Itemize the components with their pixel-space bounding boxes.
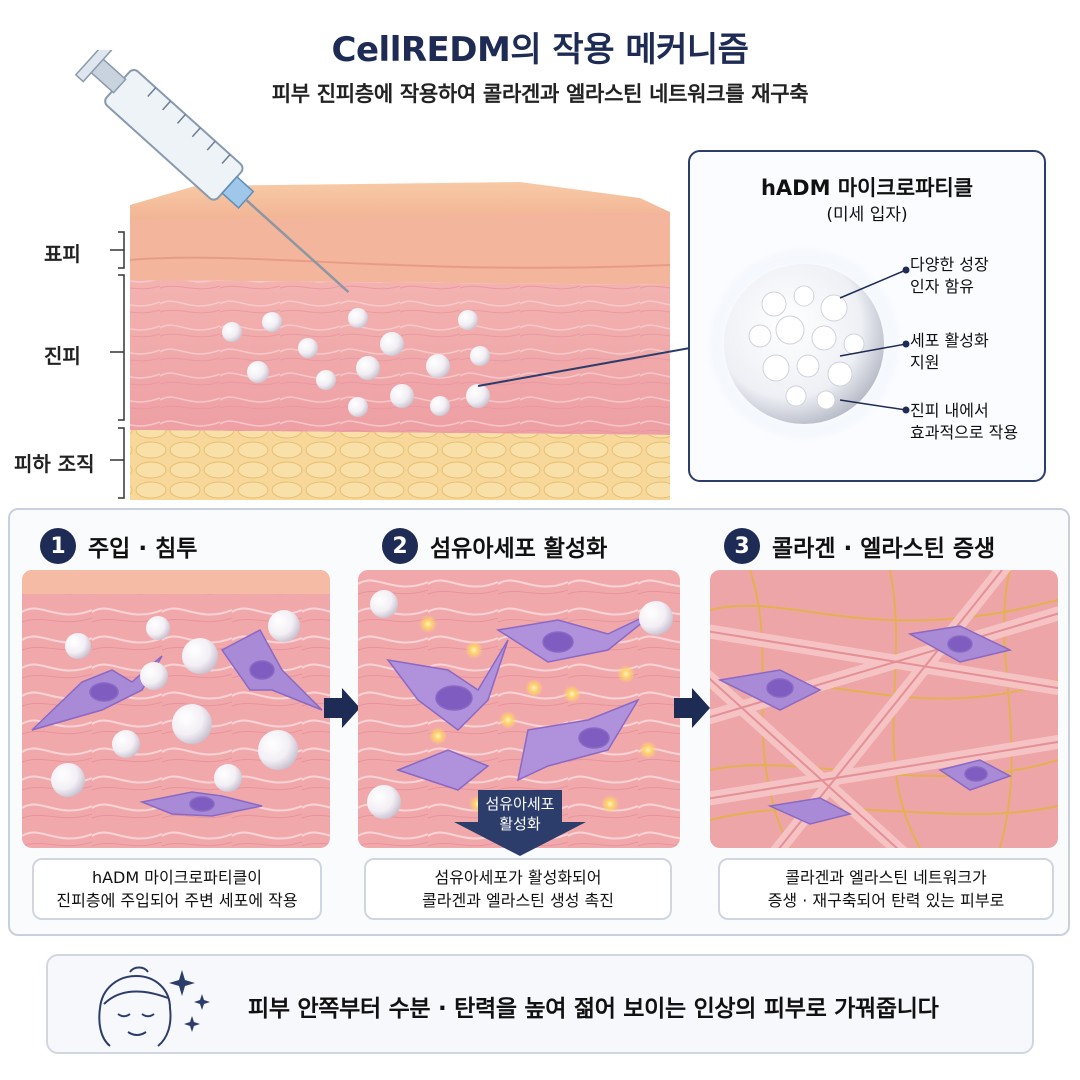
step-3-number: 3 — [724, 528, 760, 564]
page-subtitle: 피부 진피층에 작용하여 콜라겐과 엘라스틴 네트워크를 재구축 — [271, 82, 809, 106]
sparkle-icon — [169, 970, 210, 1032]
activation-badge-line1: 섬유아세포 — [485, 795, 555, 813]
callout-feature-growth-factors: 다양한 성장 인자 함유 — [910, 255, 989, 296]
callout-subtitle: (미세 입자) — [826, 205, 908, 225]
arrow-right-icon — [324, 688, 360, 728]
step-1-number: 1 — [40, 528, 76, 564]
step-3-title: 콜라겐 · 엘라스틴 증생 — [772, 536, 996, 562]
face-icon — [98, 966, 172, 1047]
step-1-title: 주입 · 침투 — [88, 536, 198, 562]
step-2-title: 섬유아세포 활성화 — [430, 536, 608, 562]
arrow-down-icon — [454, 790, 586, 856]
callout-feature-dermis-effect: 진피 내에서 효과적으로 작용 — [910, 401, 1019, 442]
page-title: CellREDM의 작용 메커니즘 — [331, 30, 749, 70]
step-1-caption: hADM 마이크로파티클이 진피층에 주입되어 주변 세포에 작용 — [32, 858, 322, 920]
callout-leader-line — [477, 347, 691, 387]
step-2-number: 2 — [382, 528, 418, 564]
footer-message: 피부 안쪽부터 수분 · 탄력을 높여 젊어 보이는 인상의 피부로 가꿔줍니다 — [248, 996, 939, 1022]
skin-cross-section — [100, 100, 700, 510]
step-2-heading: 2 섬유아세포 활성화 — [382, 528, 607, 564]
step-3-illustration — [710, 570, 1058, 848]
summary-footer: 피부 안쪽부터 수분 · 탄력을 높여 젊어 보이는 인상의 피부로 가꿔줍니다 — [46, 954, 1034, 1054]
syringe-icon — [74, 50, 350, 294]
microparticles-step-1 — [51, 610, 300, 797]
step-1-heading: 1 주입 · 침투 — [40, 528, 197, 564]
callout-feature-cell-activation: 세포 활성화 지원 — [910, 331, 989, 372]
layer-label-subcutis: 피하 조직 — [14, 452, 95, 476]
step-2-caption: 섬유아세포가 활성화되어 콜라겐과 엘라스틴 생성 촉진 — [364, 858, 672, 920]
layer-labels: 표피 진피 피하 조직 — [0, 0, 140, 510]
callout-title: hADM 마이크로파티클 — [760, 176, 974, 200]
layer-brackets — [110, 231, 125, 499]
layer-label-dermis: 진피 — [44, 344, 81, 368]
layer-label-epidermis: 표피 — [44, 242, 81, 266]
step-3-heading: 3 콜라겐 · 엘라스틴 증생 — [724, 528, 995, 564]
skin-layers-illustration — [129, 182, 671, 500]
callout-feature-pointers — [839, 266, 910, 414]
process-steps-panel: 1 주입 · 침투 — [8, 508, 1070, 936]
microparticles-step-2 — [367, 590, 673, 819]
fibroblast-cells-step-3 — [717, 625, 1013, 825]
microparticle-callout: hADM 마이크로파티클 (미세 입자) — [688, 150, 1046, 482]
arrow-right-icon — [674, 688, 710, 728]
microparticles-in-dermis — [222, 308, 490, 417]
step-1-illustration — [22, 570, 330, 848]
microparticle-icon — [706, 246, 902, 442]
fibroblast-cells — [31, 628, 323, 817]
step-3-caption: 콜라겐과 엘라스틴 네트워크가 증생 · 재구축되어 탄력 있는 피부로 — [718, 858, 1054, 920]
activation-badge: 섬유아세포 활성화 — [450, 788, 590, 858]
activation-badge-line2: 활성화 — [499, 815, 541, 833]
